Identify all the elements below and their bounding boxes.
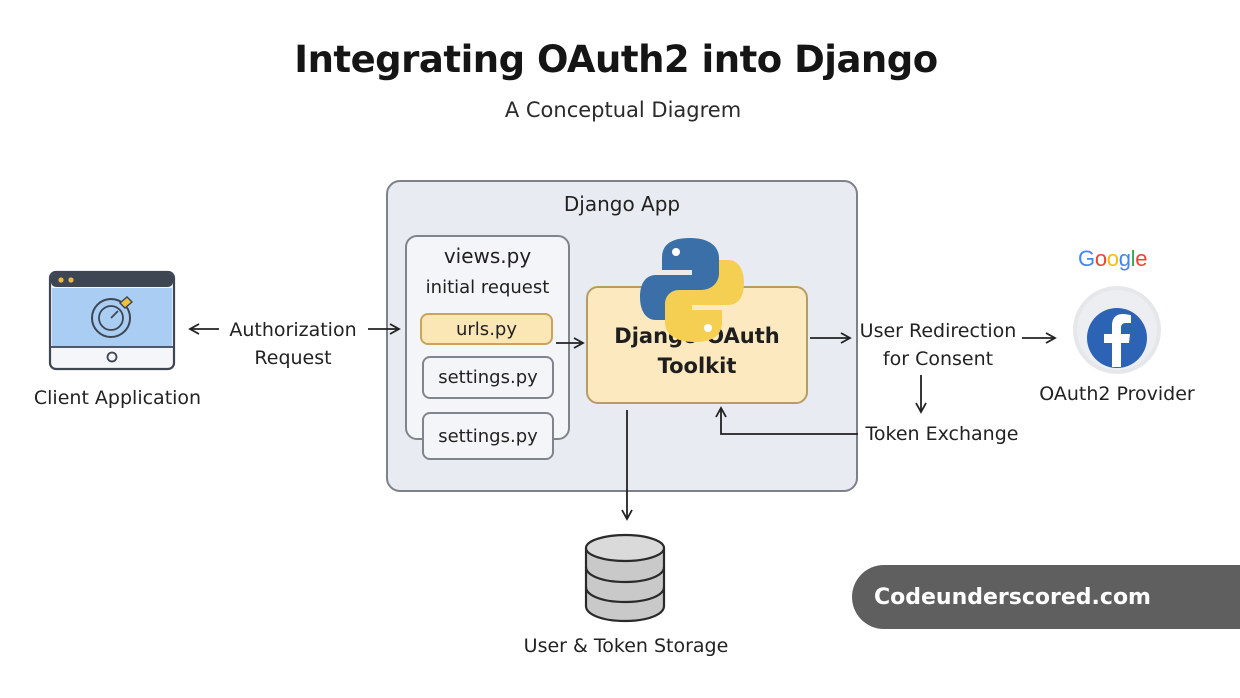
oauth2-provider-label: OAuth2 Provider xyxy=(1039,383,1195,405)
urls-file: urls.py xyxy=(420,313,553,345)
user-redirection-label: User Redirection for Consent xyxy=(853,317,1023,373)
redirect-label-line-2: for Consent xyxy=(882,348,994,370)
settings-file: settings.py xyxy=(422,356,554,399)
toolkit-line-2: Toolkit xyxy=(657,354,737,378)
token-exchange-arrow xyxy=(715,406,858,435)
client-application-icon xyxy=(48,270,176,371)
auth-label-line-2: Request xyxy=(254,347,332,369)
client-application-label: Client Application xyxy=(33,387,202,409)
python-logo-icon xyxy=(640,238,744,342)
watermark-badge: Codeunderscored.com xyxy=(852,565,1240,629)
token-exchange-label: Token Exchange xyxy=(865,423,1019,445)
settings-file-extra: settings.py xyxy=(422,412,554,460)
redirect-label-line-1: User Redirection xyxy=(859,320,1017,342)
views-subtitle: initial request xyxy=(425,277,550,298)
django-app-label: Django App xyxy=(563,192,681,216)
facebook-icon xyxy=(1073,286,1161,374)
database-icon xyxy=(584,533,666,623)
views-title: views.py xyxy=(443,244,532,268)
diagram-subtitle: A Conceptual Diagrem xyxy=(504,98,742,122)
diagram-title: Integrating OAuth2 into Django xyxy=(294,38,938,81)
auth-label-line-1: Authorization xyxy=(229,319,357,341)
authorization-request-label: Authorization Request xyxy=(222,316,364,372)
google-logo: Google xyxy=(1078,246,1148,271)
storage-label: User & Token Storage xyxy=(523,635,729,657)
